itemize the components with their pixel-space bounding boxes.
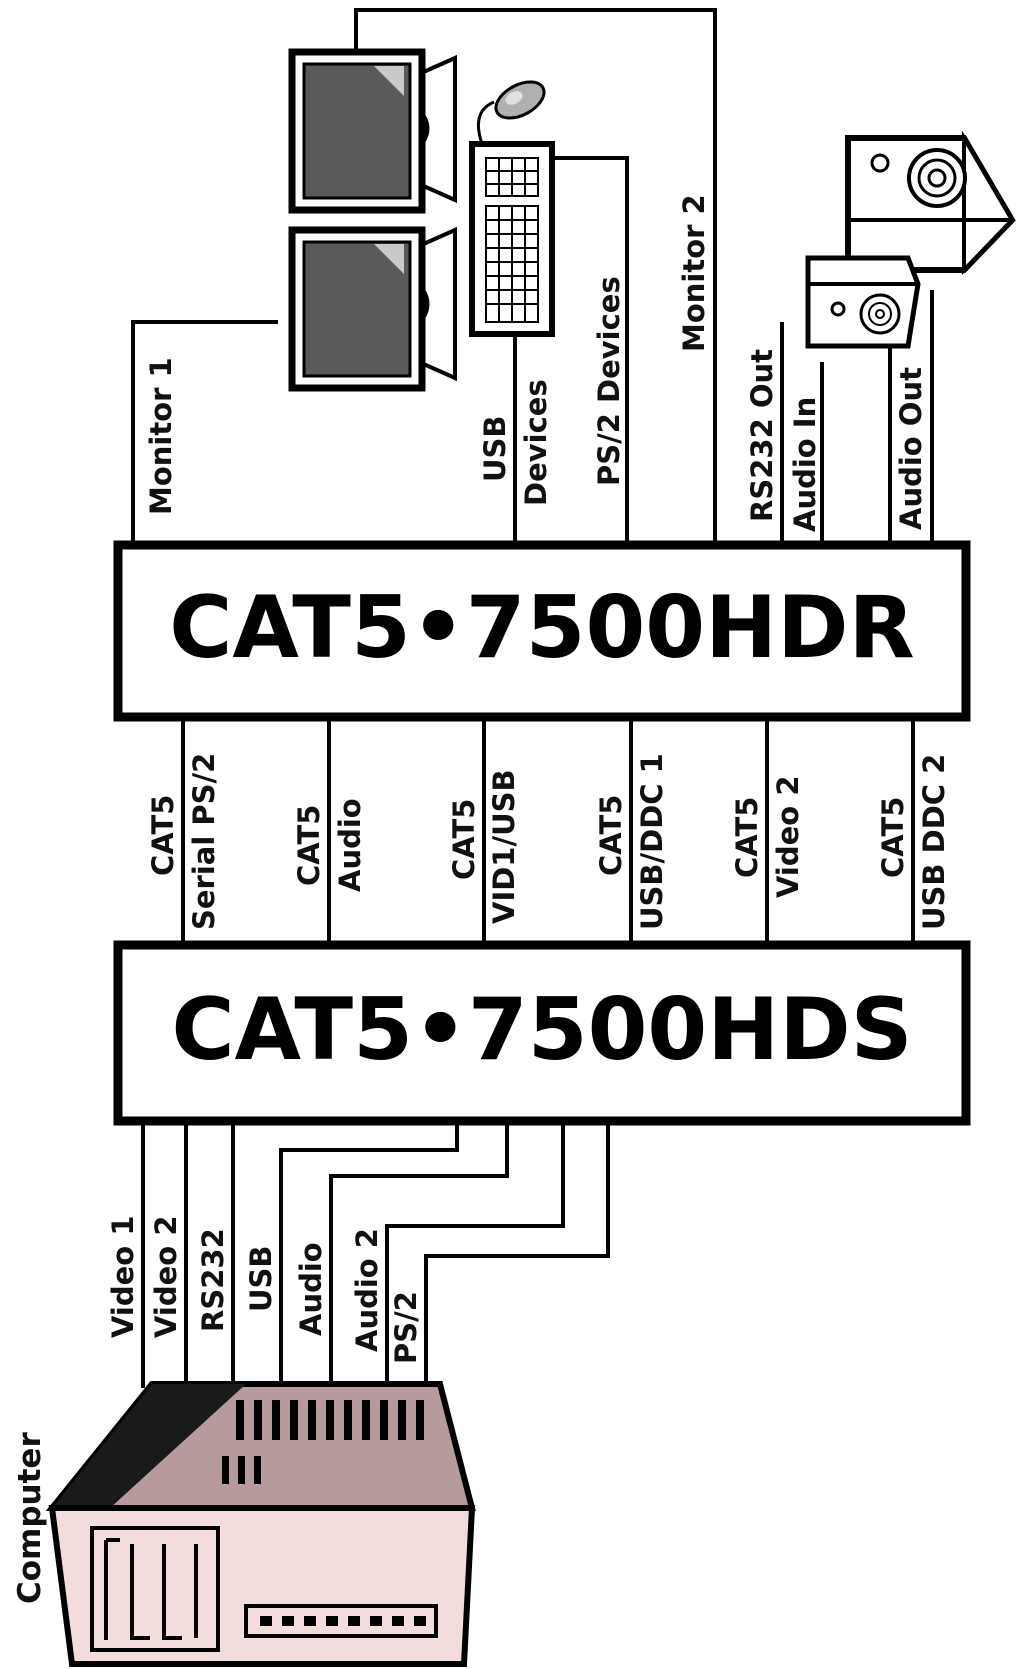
receiver-box: CAT5•7500HDR	[113, 540, 971, 722]
port-label-rs232-out: RS232 Out	[745, 349, 779, 522]
cable-label-video-2: Video 2	[149, 1216, 183, 1339]
port-label-usb: USB	[478, 415, 512, 482]
keyboard-icon	[469, 141, 555, 337]
port-label-devices: Devices	[519, 379, 553, 506]
sender-box: CAT5•7500HDS	[113, 940, 971, 1126]
link-cable-5: CAT5 Video 2	[730, 776, 805, 899]
link-cable-3-line2: VID1/USB	[487, 769, 521, 924]
link-cable-4: CAT5 USB/DDC 1	[594, 753, 669, 930]
link-cable-6-line2: USB DDC 2	[917, 754, 951, 930]
link-cable-2-line1: CAT5	[292, 805, 326, 886]
link-cable-6: CAT5 USB DDC 2	[876, 754, 951, 930]
port-label-ps2-devices: PS/2 Devices	[592, 276, 626, 486]
monitor-icon	[288, 48, 457, 214]
monitor-icon	[288, 226, 457, 392]
computer-cable-labels: Video 1 Video 2 RS232 USB Audio Audio 2 …	[106, 1216, 423, 1365]
link-cable-2-line2: Audio	[333, 798, 367, 892]
sender-title: CAT5•7500HDS	[171, 980, 912, 1080]
computer-label: Computer	[12, 1432, 48, 1604]
mouse-icon	[477, 80, 546, 145]
link-cable-3: CAT5 VID1/USB	[447, 769, 521, 924]
link-cable-1-line1: CAT5	[146, 795, 180, 876]
link-cable-1-line2: Serial PS/2	[187, 753, 221, 930]
link-cable-labels: CAT5 Serial PS/2 CAT5 Audio CAT5 VID1/US…	[146, 753, 951, 930]
link-cable-5-line1: CAT5	[730, 797, 764, 878]
computer-wires	[141, 1122, 610, 1392]
link-cable-4-line2: USB/DDC 1	[635, 753, 669, 930]
receiver-top-wires	[131, 8, 934, 542]
cable-label-rs232: RS232	[196, 1228, 230, 1332]
speaker-icon	[805, 255, 921, 349]
link-cable-1: CAT5 Serial PS/2	[146, 753, 221, 930]
cable-label-video-1: Video 1	[106, 1216, 140, 1339]
receiver-title: CAT5•7500HDR	[169, 578, 914, 678]
link-cable-3-line1: CAT5	[447, 799, 481, 880]
cable-label-audio: Audio	[294, 1242, 328, 1336]
speaker-icon	[845, 130, 1016, 275]
link-wires	[181, 718, 915, 942]
link-cable-6-line1: CAT5	[876, 797, 910, 878]
port-label-monitor-1: Monitor 1	[144, 357, 178, 515]
cable-label-audio-2: Audio 2	[350, 1228, 384, 1352]
cable-label-ps2: PS/2	[389, 1291, 423, 1364]
port-label-audio-in: Audio In	[788, 397, 822, 532]
computer-icon	[45, 1381, 476, 1667]
port-label-monitor-2: Monitor 2	[677, 194, 711, 352]
receiver-port-labels: Monitor 1 USB Devices PS/2 Devices Monit…	[144, 194, 928, 532]
link-cable-2: CAT5 Audio	[292, 798, 367, 892]
link-cable-4-line1: CAT5	[594, 795, 628, 876]
port-label-audio-out: Audio Out	[894, 367, 928, 530]
cable-label-usb: USB	[244, 1245, 278, 1312]
link-cable-5-line2: Video 2	[771, 776, 805, 899]
